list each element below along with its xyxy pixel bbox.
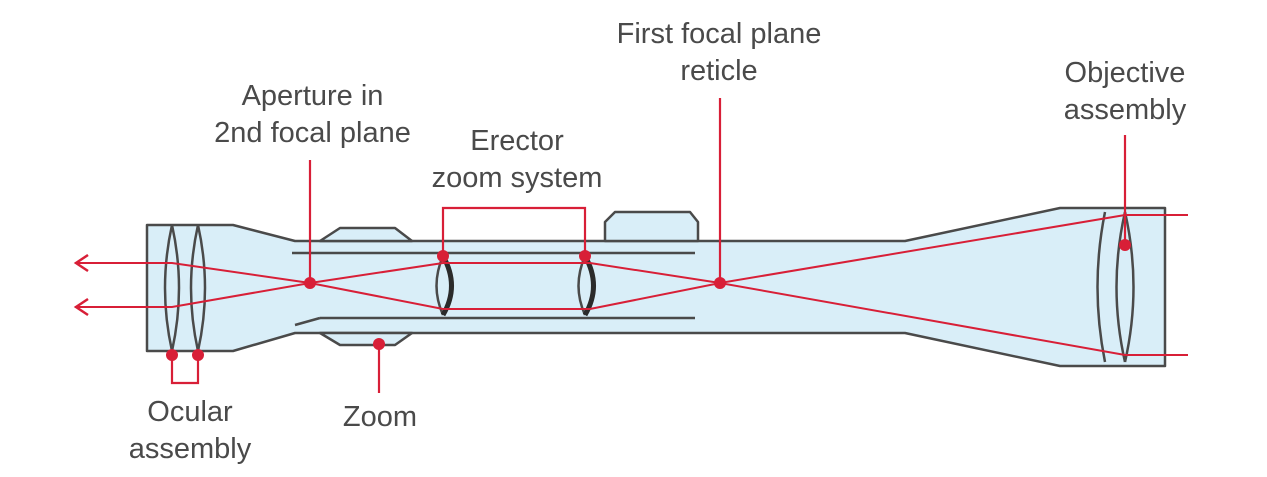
dot-objective bbox=[1119, 239, 1131, 251]
label-ocular: Ocular assembly bbox=[110, 394, 270, 468]
label-erector-line2: zoom system bbox=[431, 162, 603, 194]
turret bbox=[603, 210, 700, 243]
label-aperture-line1: Aperture in bbox=[241, 80, 384, 112]
label-zoom: Zoom bbox=[320, 399, 440, 436]
dot-erector-1 bbox=[437, 250, 449, 262]
label-zoom-line1: Zoom bbox=[342, 401, 418, 433]
ocular-lens-1b bbox=[170, 224, 181, 352]
label-erector-line1: Erector bbox=[470, 125, 564, 157]
label-ocular-line1: Ocular bbox=[147, 396, 233, 428]
ocular-lens-1 bbox=[163, 224, 174, 352]
dot-aperture bbox=[304, 277, 316, 289]
dot-zoom bbox=[373, 338, 385, 350]
ocular-lens-2b bbox=[196, 224, 207, 352]
objective-lens-c bbox=[1123, 211, 1135, 363]
marker-dots bbox=[166, 239, 1131, 361]
leader-lines bbox=[170, 98, 1127, 393]
objective-lens-b bbox=[1115, 211, 1127, 363]
label-first-focal-plane: First focal plane reticle bbox=[598, 16, 840, 90]
label-objective-line1: Objective bbox=[1064, 57, 1186, 89]
label-first-focal-plane-line2: reticle bbox=[680, 55, 758, 87]
inner-tube-bottom-step bbox=[294, 316, 321, 327]
label-aperture: Aperture in 2nd focal plane bbox=[200, 78, 425, 152]
zoom-ring-top bbox=[318, 226, 414, 243]
dot-ocular-2 bbox=[192, 349, 204, 361]
label-aperture-line2: 2nd focal plane bbox=[214, 117, 411, 149]
zoom-ring-bottom bbox=[318, 331, 414, 347]
arrow-upper bbox=[73, 253, 89, 273]
scope-body bbox=[145, 206, 1167, 368]
label-objective-line2: assembly bbox=[1063, 94, 1187, 126]
label-ocular-line2: assembly bbox=[128, 433, 252, 465]
arrow-lower bbox=[73, 297, 89, 317]
objective-lens-a bbox=[1096, 211, 1107, 363]
dot-ocular-1 bbox=[166, 349, 178, 361]
label-erector: Erector zoom system bbox=[412, 123, 622, 197]
ocular-lens-2 bbox=[189, 224, 200, 352]
label-first-focal-plane-line1: First focal plane bbox=[616, 18, 822, 50]
dot-erector-2 bbox=[579, 250, 591, 262]
light-rays bbox=[75, 214, 1188, 356]
label-objective: Objective assembly bbox=[1045, 55, 1205, 129]
dot-first-focal-plane bbox=[714, 277, 726, 289]
